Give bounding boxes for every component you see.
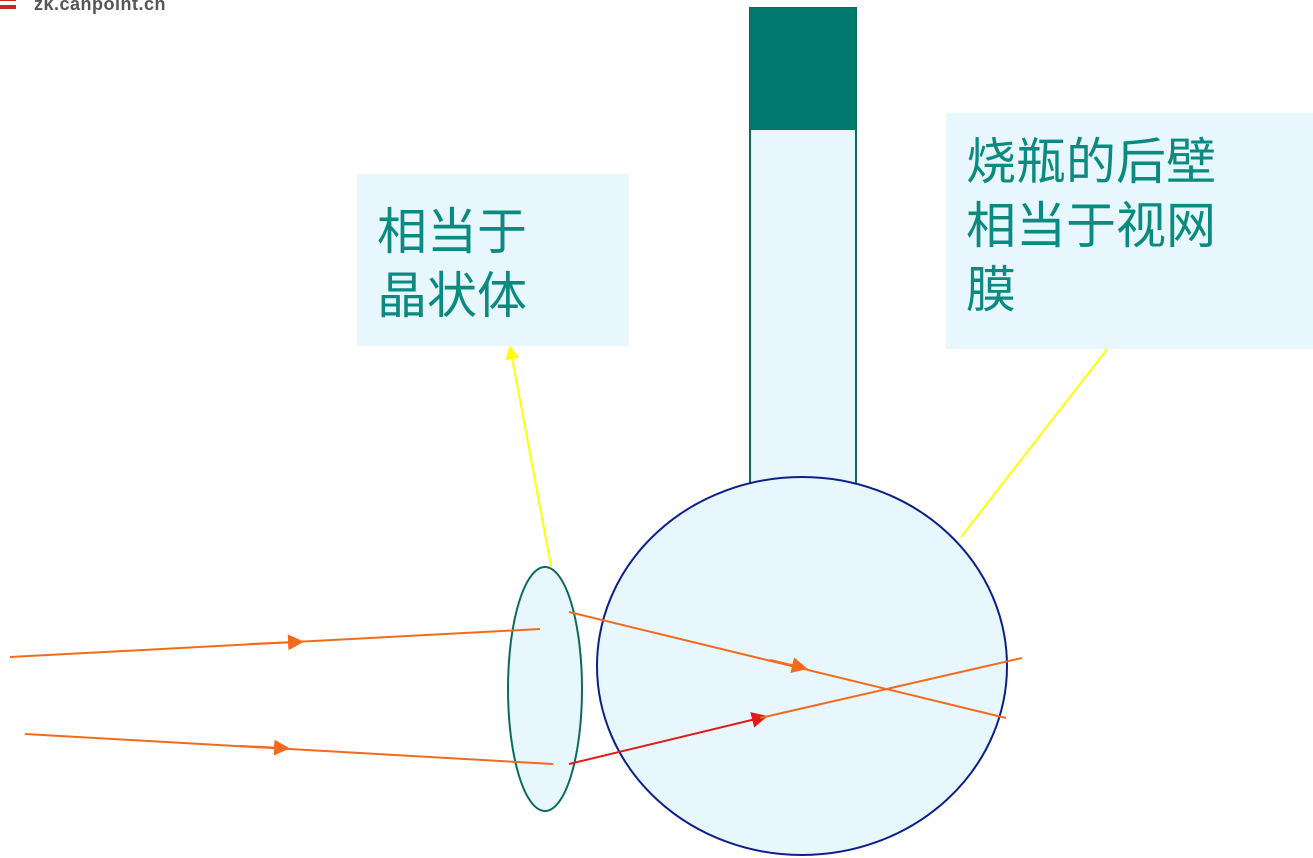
refracted-ray-lower-red: [568, 712, 768, 765]
watermark: zk.canpoint.cn: [0, 0, 166, 16]
lens-label-line: 晶状体: [377, 267, 527, 325]
retina-label-line: 烧瓶的后壁: [966, 133, 1216, 191]
retina-label: 烧瓶的后壁 相当于视网 膜: [946, 113, 1313, 349]
retina-pointer: [960, 324, 1127, 538]
logo-icon: [0, 0, 16, 13]
incoming-ray-lower: [24, 733, 554, 765]
lens-label: 相当于 晶状体: [357, 174, 629, 346]
liquid-column: [750, 8, 856, 130]
retina-label-line: 相当于视网: [966, 197, 1216, 255]
lens-label-line: 相当于: [377, 203, 527, 261]
incoming-ray-lower-arrow: [239, 739, 290, 756]
refracted-ray-lower: [759, 657, 1023, 719]
refracted-ray-upper-arrow: [769, 657, 808, 673]
watermark-text: zk.canpoint.cn: [34, 0, 167, 14]
lens-pointer: [505, 345, 552, 567]
incoming-ray-upper-arrow: [249, 634, 304, 651]
retina-label-line: 膜: [966, 261, 1016, 319]
flask-bulb: [596, 476, 1008, 856]
lens-ellipse: [507, 566, 583, 812]
